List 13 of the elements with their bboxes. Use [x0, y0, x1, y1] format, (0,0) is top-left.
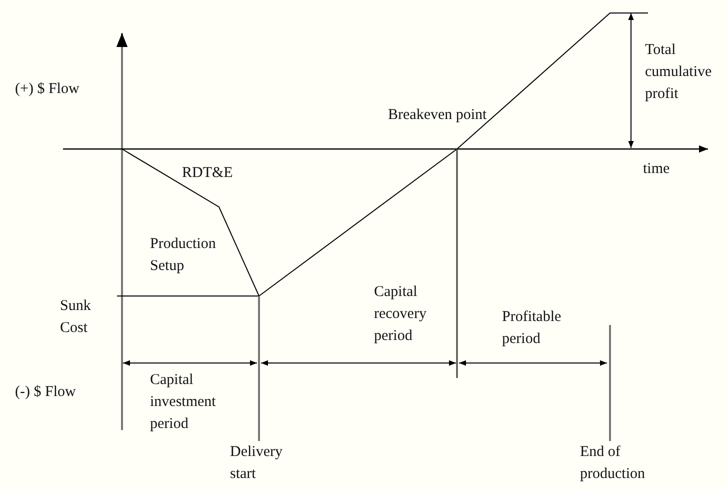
- period-label: Capital recovery period: [374, 283, 428, 346]
- axis-label: (+) $ Flow: [15, 80, 80, 99]
- axis-label: time: [643, 160, 670, 179]
- point-label: Breakeven point: [388, 106, 487, 125]
- cost-label: Sunk Cost: [60, 297, 92, 338]
- milestone-label: Delivery start: [230, 443, 284, 484]
- period-label: Capital investment period: [150, 371, 217, 434]
- annotation-label: Total cumulative profit: [645, 41, 713, 104]
- phase-label: RDT&E: [182, 164, 233, 183]
- axis-label: (-) $ Flow: [15, 383, 76, 402]
- period-label: Profitable period: [502, 308, 562, 349]
- milestone-label: End of production: [580, 443, 646, 484]
- phase-label: Production Setup: [150, 235, 217, 276]
